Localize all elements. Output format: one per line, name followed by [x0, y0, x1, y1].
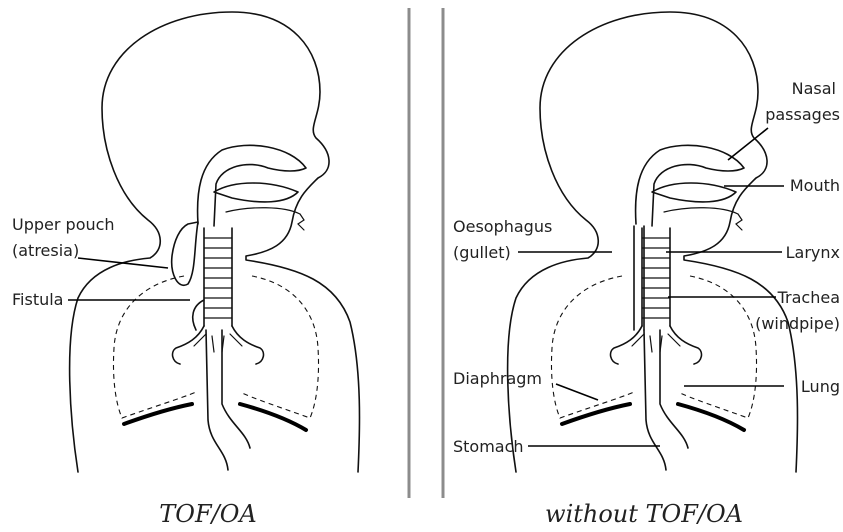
- right-body-outline: [508, 12, 798, 472]
- diaphragm-label: Diaphragm: [453, 369, 542, 388]
- nasal-label-line1: Nasal: [792, 79, 836, 98]
- upper-pouch-label-line1: Upper pouch: [12, 215, 115, 234]
- nasal-leader: [728, 128, 768, 160]
- upper-pouch-label-line2: (atresia): [12, 241, 79, 260]
- left-body-outline: [70, 12, 360, 472]
- lung-label: Lung: [801, 377, 840, 396]
- fistula-label: Fistula: [12, 290, 63, 309]
- nasal-label-line2: passages: [765, 105, 840, 124]
- upper-pouch-leader: [78, 258, 168, 268]
- larynx-label: Larynx: [786, 243, 840, 262]
- oesophagus-label-line1: Oesophagus: [453, 217, 552, 236]
- fistula-shape: [193, 300, 204, 330]
- diaphragm-leader: [556, 384, 598, 400]
- left-caption: TOF/OA: [159, 500, 256, 528]
- right-leaders: [518, 128, 784, 446]
- oesophagus-label-line2: (gullet): [453, 243, 511, 262]
- right-panel: [508, 12, 798, 472]
- upper-pouch-shape: [172, 222, 198, 285]
- trachea-label-line2: (windpipe): [755, 314, 840, 333]
- right-caption: without TOF/OA: [545, 500, 743, 528]
- trachea-label-line1: Trachea: [777, 288, 840, 307]
- mouth-label: Mouth: [790, 176, 840, 195]
- left-panel: Upper pouch (atresia) Fistula TOF/OA: [12, 12, 360, 528]
- stomach-label: Stomach: [453, 437, 524, 456]
